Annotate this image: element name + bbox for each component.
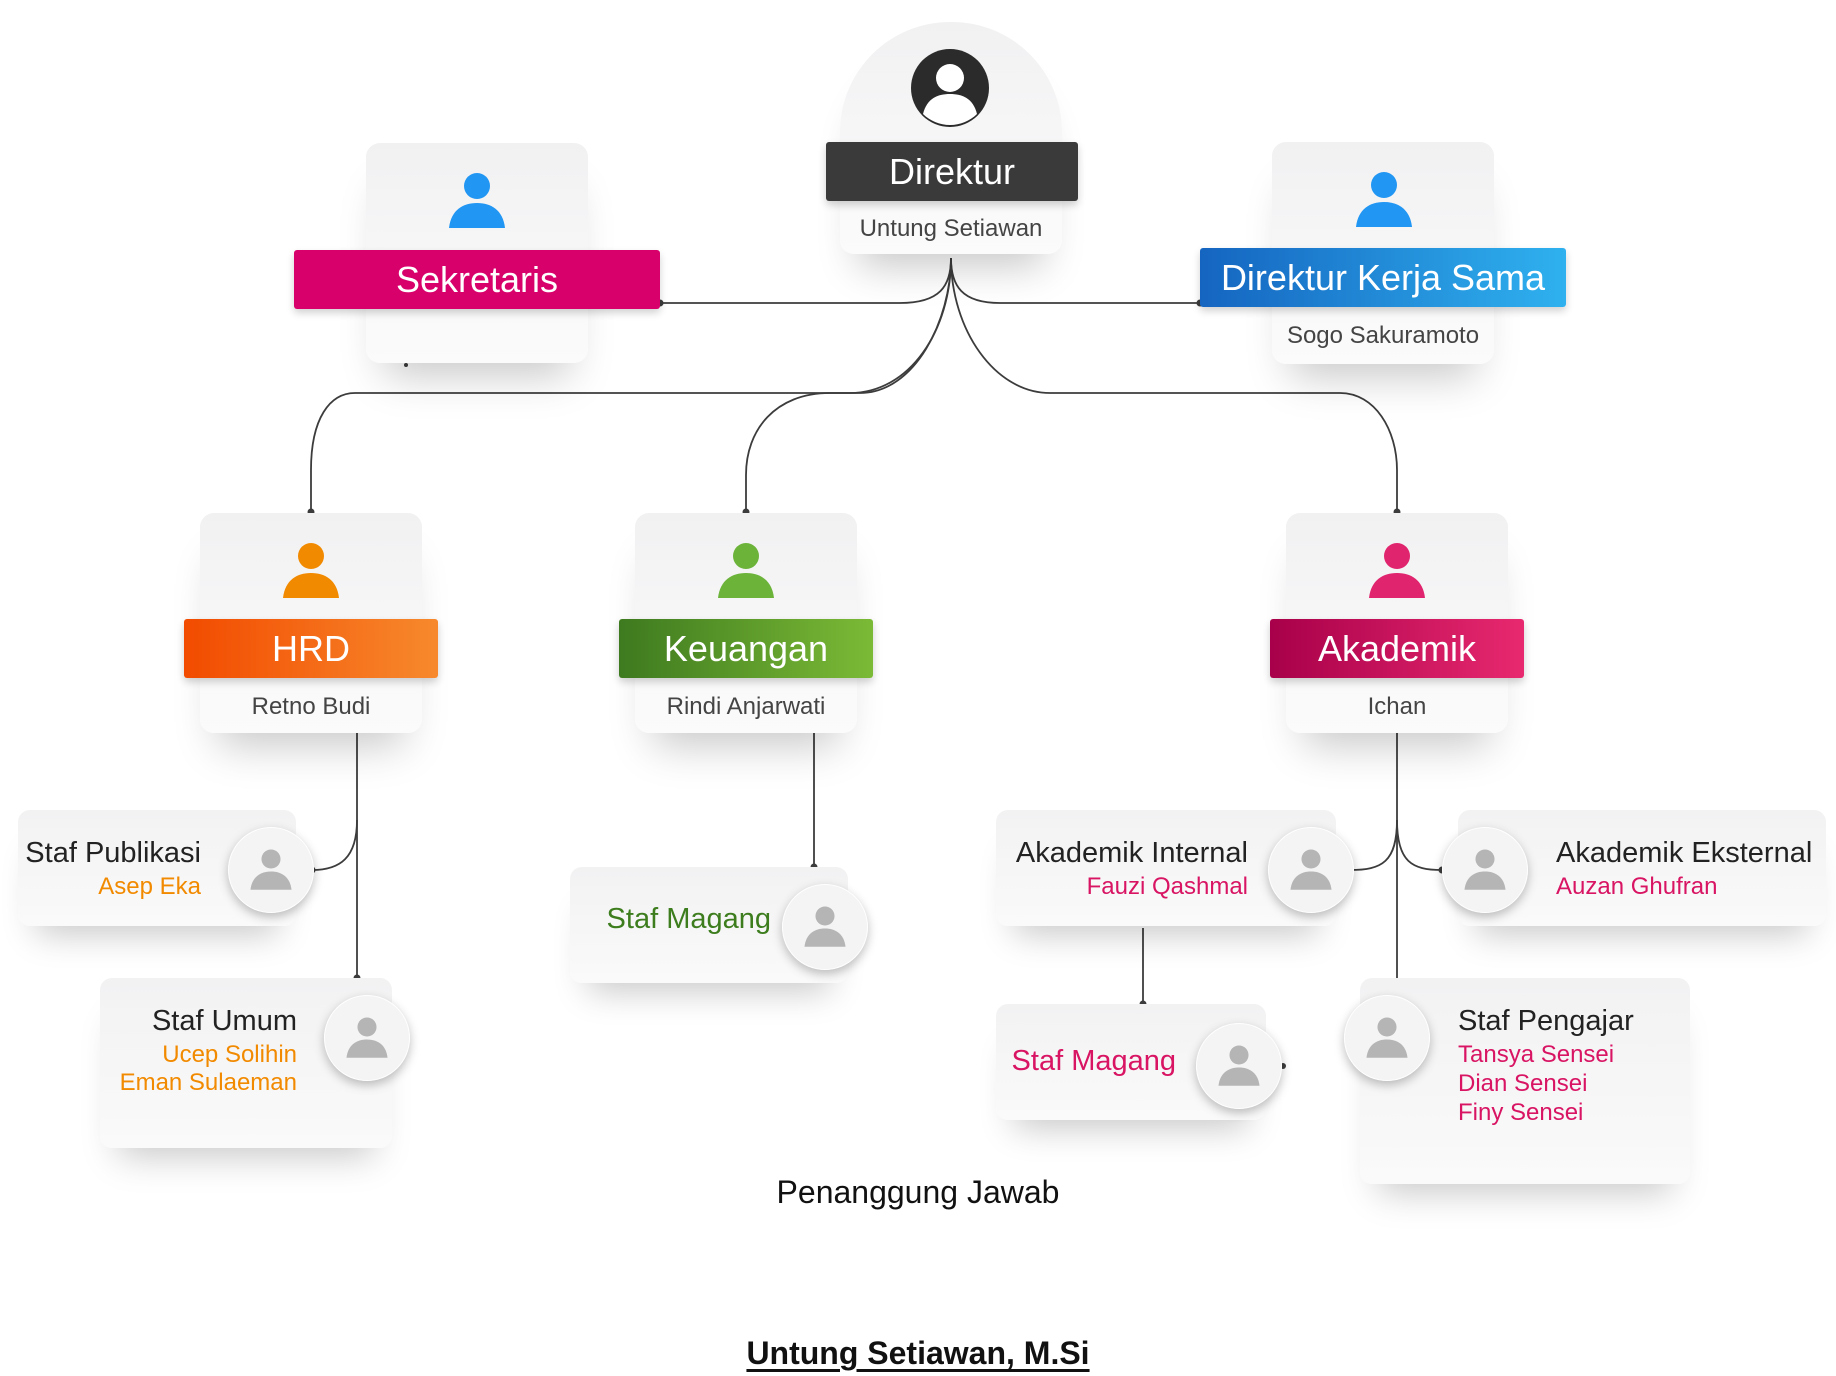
academic-banner: Akademik <box>1270 619 1524 678</box>
cooperation-name: Sogo Sakuramoto <box>1286 322 1480 349</box>
hrd-name: Retno Budi <box>251 693 371 720</box>
staff-member: Fauzi Qashmal <box>1086 873 1248 900</box>
user-icon <box>1290 849 1332 890</box>
avatar <box>1442 827 1528 913</box>
connector-cooperation <box>950 257 1200 304</box>
director-name: Untung Setiawan <box>859 215 1043 242</box>
academic-name: Ichan <box>1367 693 1427 720</box>
staff-title: Akademik Internal <box>1015 837 1248 869</box>
user-icon <box>1356 172 1412 227</box>
staff-member: Finy Sensei <box>1458 1099 1584 1126</box>
hrd-banner: HRD <box>184 619 438 678</box>
connector-external <box>1396 819 1443 871</box>
responsible-label: Penanggung Jawab <box>776 1174 1060 1210</box>
user-icon <box>1464 849 1506 890</box>
user-circle-icon <box>911 49 989 127</box>
user-icon <box>250 849 292 890</box>
director-banner: Direktur <box>826 142 1078 201</box>
user-icon <box>346 1017 388 1058</box>
staff-member: Asep Eka <box>98 873 201 900</box>
staff-title: Akademik Eksternal <box>1556 837 1813 869</box>
staff-title: Staf Pengajar <box>1458 1005 1634 1037</box>
user-icon <box>283 543 339 598</box>
avatar <box>1196 1023 1282 1109</box>
connector-secretary <box>660 257 952 304</box>
staff-title: Staf Umum <box>151 1005 297 1037</box>
signatory-name: Untung Setiawan, M.Si <box>746 1335 1090 1371</box>
staff-member: Auzan Ghufran <box>1556 873 1718 900</box>
user-icon <box>1218 1045 1260 1086</box>
secretary-banner: Sekretaris <box>294 250 660 309</box>
staff-title: Staf Publikasi <box>25 837 201 869</box>
finance-name: Rindi Anjarwati <box>666 693 826 720</box>
staff-title: Staf Magang <box>606 903 771 935</box>
staff-member: Eman Sulaeman <box>119 1069 297 1096</box>
staff-member: Dian Sensei <box>1458 1070 1588 1097</box>
user-icon <box>718 543 774 598</box>
user-icon <box>449 173 505 228</box>
connector-finance <box>745 257 952 512</box>
connector-internal <box>1349 819 1398 871</box>
avatar <box>1344 995 1430 1081</box>
user-icon <box>1366 1017 1408 1058</box>
finance-banner: Keuangan <box>619 619 873 678</box>
staff-title: Staf Magang <box>1011 1045 1176 1077</box>
cooperation-banner: Direktur Kerja Sama <box>1200 248 1566 307</box>
avatar <box>782 884 868 970</box>
staff-member: Tansya Sensei <box>1458 1041 1615 1068</box>
avatar <box>228 827 314 913</box>
user-icon <box>804 906 846 947</box>
staff-member: Ucep Solihin <box>162 1041 297 1068</box>
avatar <box>324 995 410 1081</box>
avatar <box>1268 827 1354 913</box>
connector-publikasi <box>311 819 358 871</box>
user-icon <box>1369 543 1425 598</box>
